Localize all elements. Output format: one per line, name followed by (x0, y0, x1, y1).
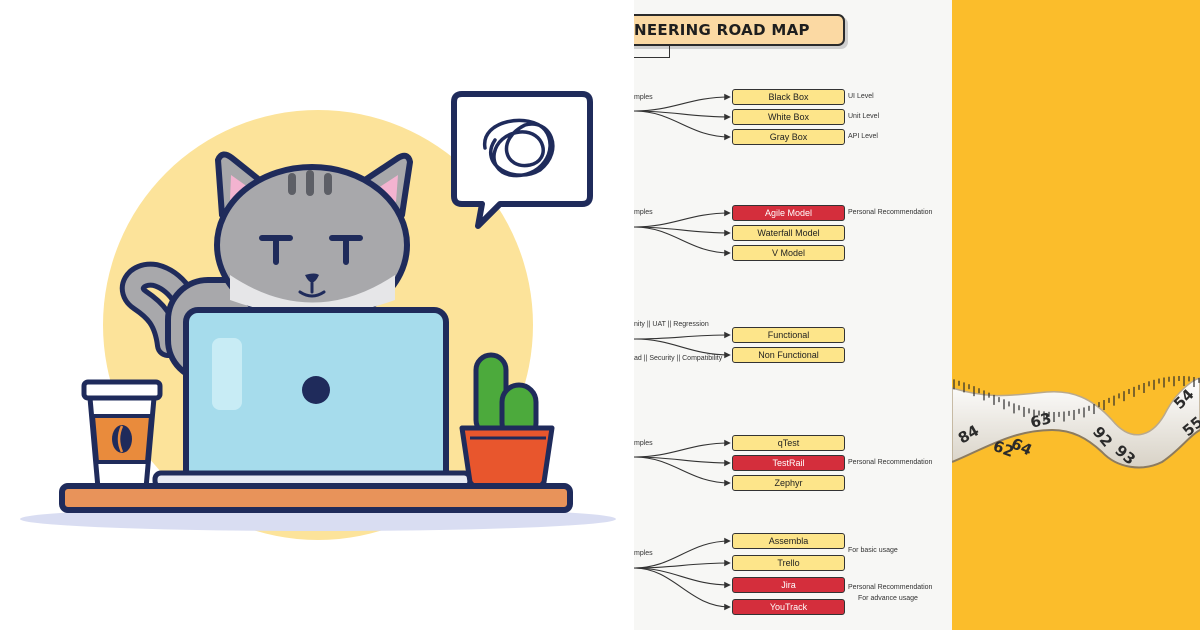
cat-eye-right (329, 235, 363, 265)
cat-illustration (20, 91, 616, 540)
roadmap-arrow (634, 93, 731, 112)
cat-laptop-illustration (20, 91, 616, 540)
roadmap-arrow (634, 567, 731, 589)
roadmap-arrow (634, 456, 731, 467)
roadmap-node: TestRail (732, 455, 845, 471)
roadmap-arrow (634, 226, 731, 257)
roadmap-edge-label: mples (634, 440, 653, 447)
roadmap-node-note: UI Level (848, 93, 874, 100)
tape-ribbon (952, 377, 1200, 469)
roadmap-edge-label: mples (634, 550, 653, 557)
cat-eye-left (259, 235, 293, 265)
roadmap-node: White Box (732, 109, 845, 125)
roadmap-node-note: API Level (848, 133, 878, 140)
cactus-plant-icon (459, 352, 555, 491)
roadmap-node: Functional (732, 327, 845, 343)
roadmap-node: Non Functional (732, 347, 845, 363)
thought-bubble-icon (451, 91, 593, 229)
roadmap-arrow (634, 439, 731, 458)
roadmap-title: NEERING ROAD MAP (634, 14, 845, 46)
roadmap-node-note: Personal Recommendation (848, 459, 933, 466)
roadmap-node-note: Unit Level (848, 113, 880, 120)
cat-ear-right-inner (372, 175, 398, 202)
roadmap-node: Waterfall Model (732, 225, 845, 241)
laptop-icon (152, 307, 473, 493)
title-connector (634, 46, 670, 58)
desk (59, 483, 573, 513)
roadmap-node-note: For advance usage (858, 595, 918, 602)
roadmap-node: Black Box (732, 89, 845, 105)
roadmap-node: Jira (732, 577, 845, 593)
roadmap-node: Zephyr (732, 475, 845, 491)
roadmap-edge-label: ad || Security || Compatibility (634, 355, 723, 362)
roadmap-arrow (634, 537, 731, 569)
roadmap-node: V Model (732, 245, 845, 261)
roadmap-node: Assembla (732, 533, 845, 549)
roadmap-node-note: For basic usage (848, 547, 898, 554)
cat-stripe (288, 173, 296, 195)
roadmap-node-note: Personal Recommendation (848, 584, 933, 591)
roadmap-edge-label: mples (634, 94, 653, 101)
roadmap-arrow (634, 209, 731, 228)
roadmap-node: Trello (732, 555, 845, 571)
roadmap-arrow (634, 559, 731, 569)
cat-mouth (298, 281, 326, 298)
cat-stripe (324, 173, 332, 195)
roadmap-edge-label: nity || UAT || Regression (634, 321, 709, 328)
coffee-cup-icon (81, 379, 163, 491)
cat-stripe (306, 170, 314, 196)
laptop-logo-icon (302, 376, 330, 404)
roadmap-edges (634, 93, 731, 611)
tape-number: 63 (1028, 409, 1053, 432)
roadmap-node: Gray Box (732, 129, 845, 145)
cat-nose (305, 273, 319, 283)
tape-number: 64 (1008, 434, 1035, 459)
roadmap-node: Agile Model (732, 205, 845, 221)
roadmap-edge-label: mples (634, 209, 653, 216)
roadmap-arrow (634, 456, 731, 487)
roadmap-arrow (634, 110, 731, 141)
roadmap-node-note: Personal Recommendation (848, 209, 933, 216)
roadmap-arrow (634, 226, 731, 237)
roadmap-node: qTest (732, 435, 845, 451)
roadmap-arrow (634, 338, 731, 359)
roadmap-node: YouTrack (732, 599, 845, 615)
roadmap-arrow (634, 110, 731, 121)
roadmap-arrow (634, 567, 731, 611)
cat-muzzle (230, 275, 395, 315)
roadmap-arrow (634, 331, 731, 340)
